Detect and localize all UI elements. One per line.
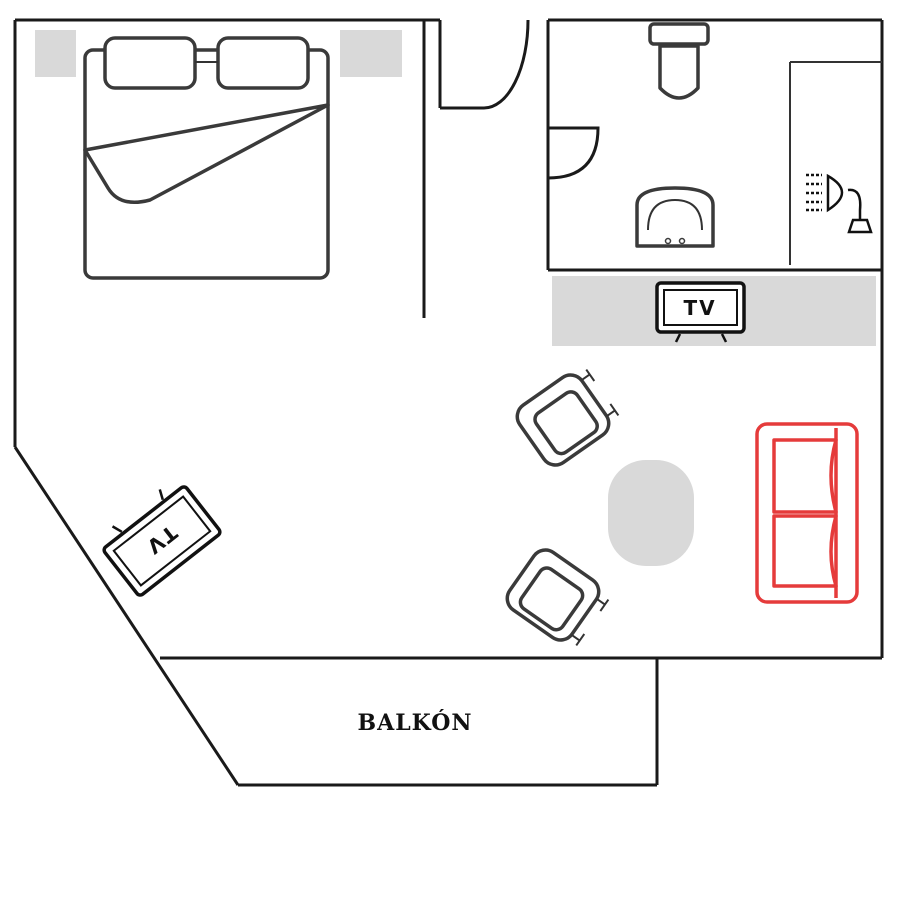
toilet [648, 22, 710, 100]
coffee-table [608, 460, 694, 566]
exterior-walls [13, 18, 884, 787]
interior-walls [422, 20, 882, 318]
shower-head-icon [806, 173, 873, 234]
sofa [755, 422, 859, 604]
tv-living-icon: TV [655, 281, 746, 343]
entry-door [440, 19, 530, 110]
tv-bedroom-icon: TV [102, 485, 222, 597]
sink [635, 186, 715, 248]
nightstand-left [35, 30, 76, 77]
nightstand-right [340, 30, 402, 77]
bathroom-door [546, 125, 600, 180]
balcony-label: BALKÓN [358, 709, 473, 736]
double-bed [83, 36, 330, 280]
tv-living-label: TV [683, 296, 716, 320]
armchair-bottom [505, 548, 610, 647]
armchair-top [515, 368, 620, 467]
